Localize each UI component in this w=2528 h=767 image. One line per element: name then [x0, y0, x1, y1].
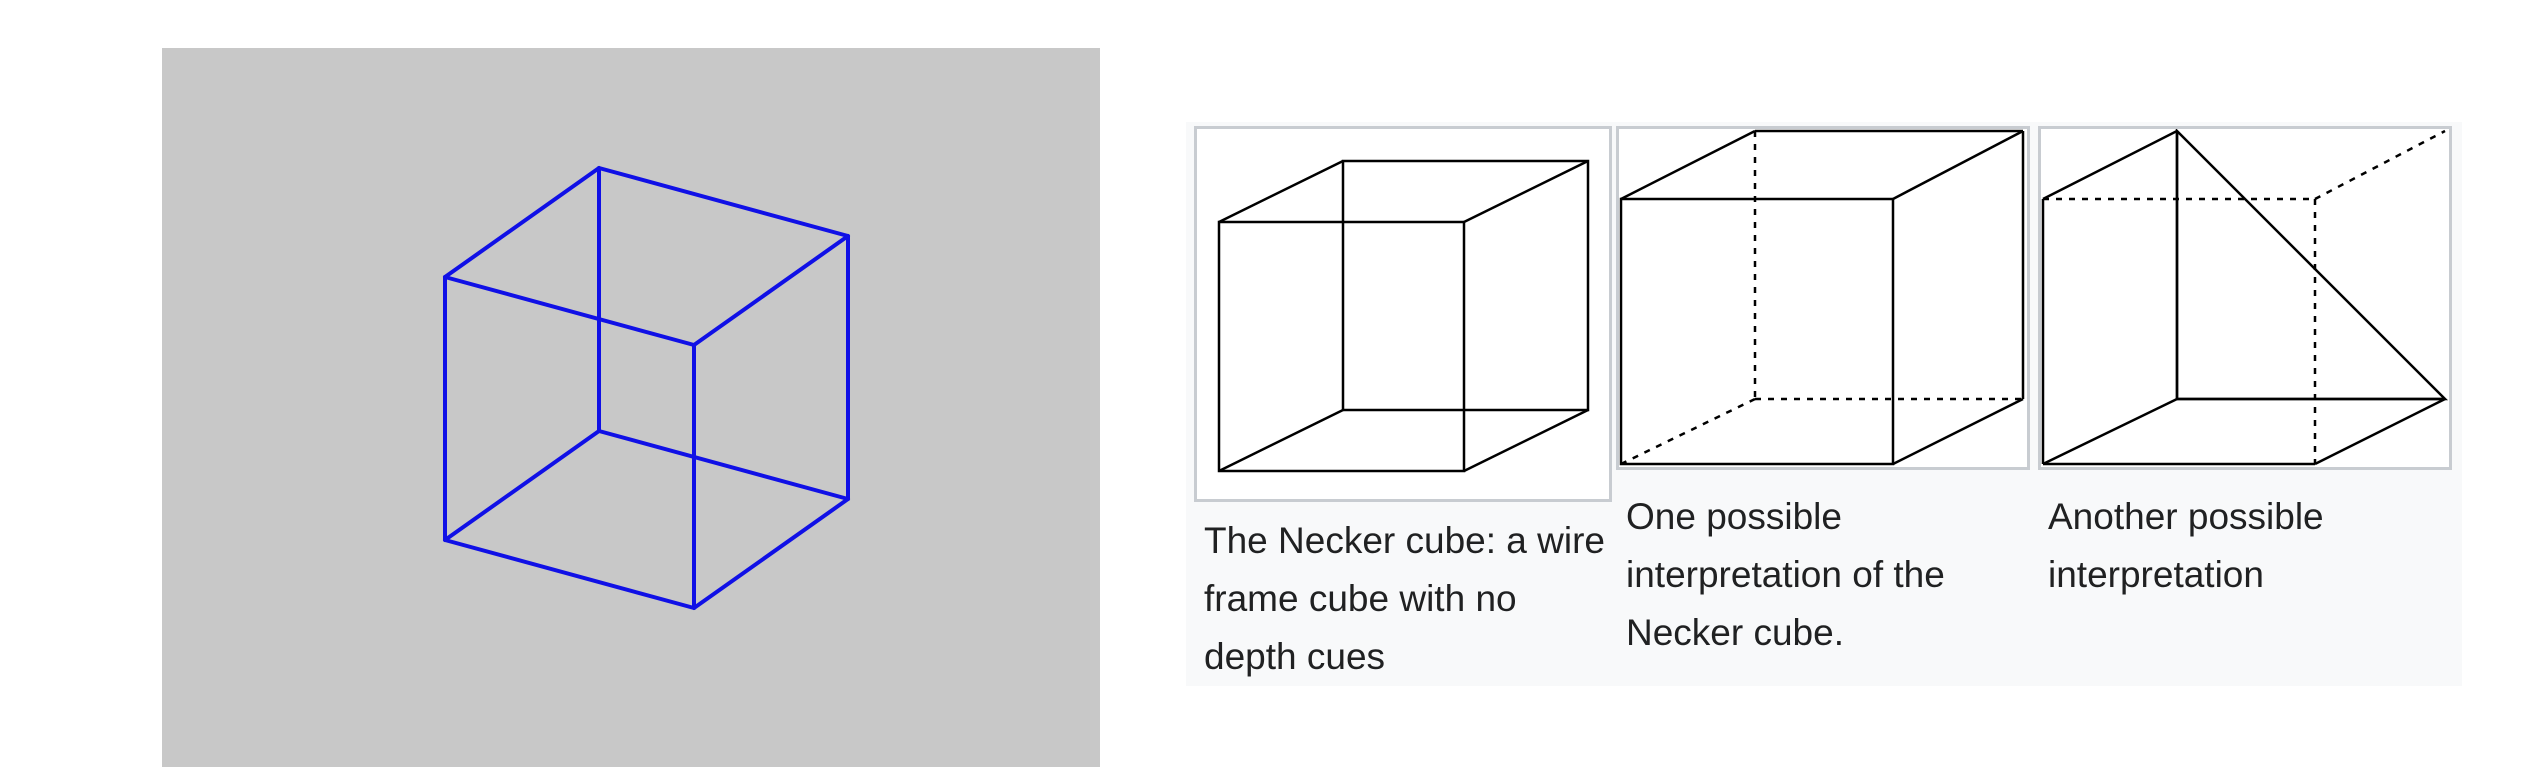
gallery-image-ambiguous-cube[interactable]: [1194, 126, 1612, 502]
necker-cube-drawing: [443, 166, 850, 610]
gallery-caption-interpretation-one: One possible interpretation of the Necke…: [1626, 496, 1945, 653]
necker-cube-gallery: The Necker cube: a wire frame cube with …: [1186, 122, 2462, 686]
gallery-image-interpretation-two[interactable]: [2038, 126, 2452, 470]
gallery-caption-interpretation-two: Another possible interpretation: [2048, 496, 2324, 595]
gallery-image-interpretation-one[interactable]: [1616, 126, 2030, 470]
cube-edge: [443, 429, 601, 542]
cube-edge: [692, 497, 850, 610]
necker-cube-figure: [162, 48, 1100, 767]
interpretation-one-drawing: [1619, 129, 2025, 466]
ambiguous-cube-drawing: [1217, 159, 1590, 473]
interpretation-two-drawing: [2041, 129, 2449, 466]
cube-edge: [443, 166, 601, 279]
cube-edge: [692, 234, 850, 347]
cube-front-face: [443, 275, 696, 610]
gallery-caption-ambiguous: The Necker cube: a wire frame cube with …: [1204, 520, 1606, 677]
cube-back-face: [597, 166, 850, 501]
